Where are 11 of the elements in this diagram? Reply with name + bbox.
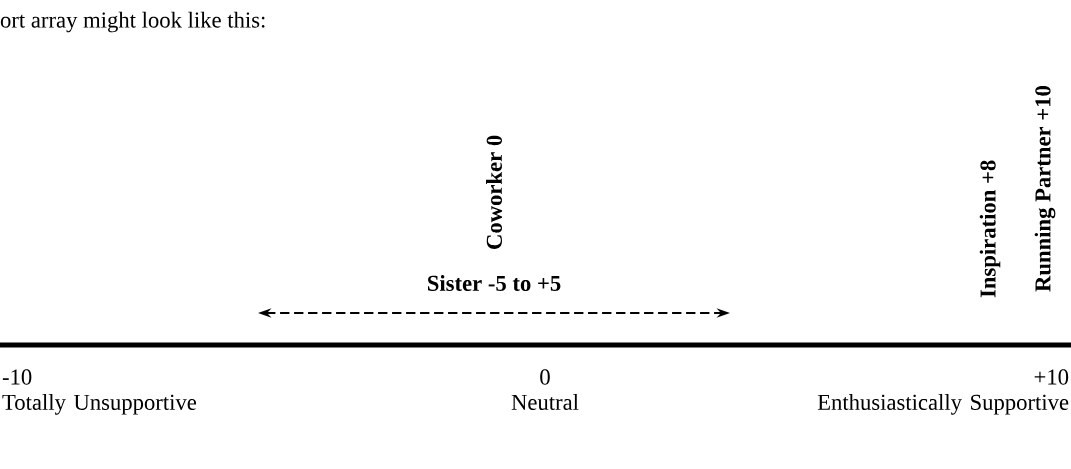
tick-value: 0 [540, 369, 550, 385]
scale-label: Neutral [511, 394, 579, 410]
point-label: Inspiration +8 [979, 160, 1001, 298]
point-label: Running Partner +10 [1034, 86, 1056, 292]
range-label: Sister -5 to +5 [428, 275, 561, 291]
tick-value: -10 [2, 369, 32, 385]
tick-value: +10 [1034, 369, 1069, 385]
scale-label: Enthusiastically Supportive [817, 394, 1069, 415]
scale-label: Totally Unsupportive [2, 394, 197, 415]
body-text: ort array might look like this: [0, 11, 265, 33]
point-label: Coworker 0 [486, 135, 502, 249]
